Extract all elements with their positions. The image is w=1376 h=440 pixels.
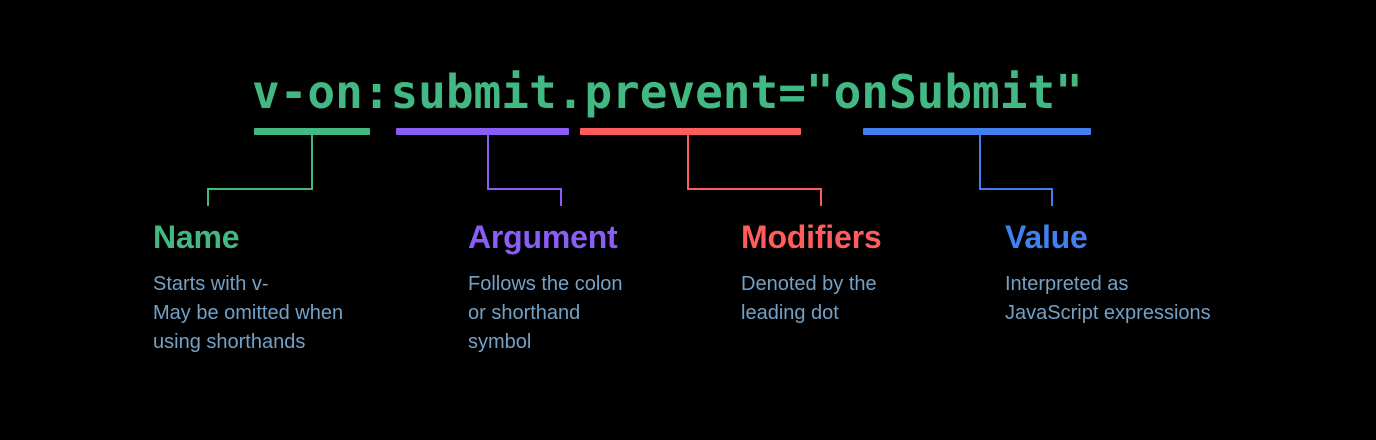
underline-bar-value: [863, 128, 1091, 135]
connector-elbow-modifiers: [687, 188, 822, 190]
connector-stub-modifiers: [820, 188, 822, 206]
connector-drop-argument: [487, 135, 489, 190]
connector-elbow-name: [207, 188, 313, 190]
underline-bar-modifiers: [580, 128, 801, 135]
label-description-value: Interpreted as JavaScript expressions: [1005, 273, 1211, 324]
connector-stub-value: [1051, 188, 1053, 206]
label-title-name: Name: [153, 219, 240, 255]
label-description-argument: Follows the colon or shorthand symbol: [468, 273, 623, 353]
connector-stub-name: [207, 188, 209, 206]
label-description-name: Starts with v- May be omitted when using…: [153, 273, 344, 353]
underline-bar-name: [254, 128, 370, 135]
connector-drop-name: [311, 135, 313, 190]
connector-drop-value: [979, 135, 981, 190]
underline-bar-argument: [396, 128, 569, 135]
label-title-value: Value: [1005, 219, 1088, 255]
label-title-argument: Argument: [468, 219, 618, 255]
connector-elbow-argument: [487, 188, 562, 190]
directive-code-text: v-on:submit.prevent="onSubmit": [252, 65, 1083, 119]
label-title-modifiers: Modifiers: [741, 219, 882, 255]
connector-stub-argument: [560, 188, 562, 206]
connector-drop-modifiers: [687, 135, 689, 190]
connector-elbow-value: [979, 188, 1053, 190]
label-description-modifiers: Denoted by the leading dot: [741, 273, 877, 324]
